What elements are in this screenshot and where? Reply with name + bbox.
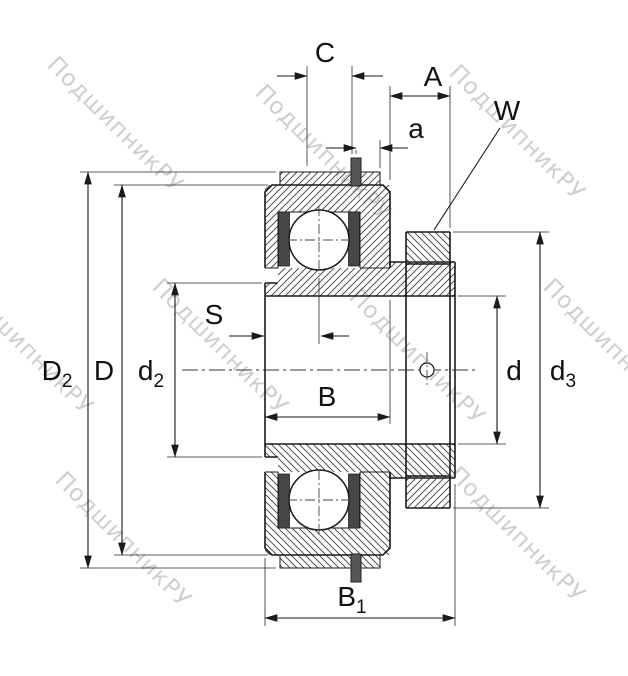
bearing-upper-half-section [264,157,456,370]
watermark: ПодшипникРУ [0,274,98,420]
dim-label-d: d [506,355,522,386]
dimension-d3: d3 [453,231,576,509]
locking-collar-section [406,232,450,264]
dim-label-B1-main: B [337,581,356,612]
dimension-A: A [389,61,451,228]
watermark: ПодшипникРУ [42,52,188,198]
watermark: ПодшипникРУ [444,462,590,608]
watermark: ПодшипникРУ [538,274,628,420]
dim-label-d3: d3 [550,355,576,392]
dim-label-d2-main: d [138,355,154,386]
seal-right [348,211,360,267]
dimension-W: W [433,95,521,231]
dim-label-d3-main: d [550,355,566,386]
dim-label-C: C [315,37,335,68]
dim-label-D2-sub: 2 [62,371,73,392]
dim-label-D2: D2 [42,355,73,392]
outer-ring-lip-left [265,212,278,268]
dimension-D: D [94,184,268,556]
dimension-d2: d2 [138,282,262,458]
inner-ring-section [265,262,455,296]
pin [350,157,362,187]
dim-label-B1: B1 [337,581,366,618]
dimension-B: B [264,300,391,424]
dimension-D2: D2 [42,171,276,569]
dim-label-D: D [94,355,114,386]
bearing-lower-half-section [264,369,456,583]
dim-label-D2-main: D [42,355,62,386]
seal-left [278,211,290,267]
dim-label-B: B [318,381,337,412]
watermark: ПодшипникРУ [50,467,196,613]
outer-ring-land [280,172,380,185]
inner-ring-outline [264,261,456,370]
outer-ring-lip-right [360,212,390,268]
outer-ring-section [265,185,390,212]
dimension-S: S [205,278,349,344]
dim-label-W: W [494,95,521,126]
ball-centerlines [287,206,351,274]
dim-label-A: A [424,61,443,92]
watermark: ПодшипникРУ [344,284,490,430]
dim-label-d2-sub: 2 [154,371,165,392]
dimension-d: d [458,295,522,445]
dim-label-d2: d2 [138,355,164,392]
watermark: ПодшипникРУ [444,60,590,206]
dim-label-a: a [408,113,424,144]
dim-label-S: S [205,299,224,330]
outer-ring-outline [264,184,391,268]
dim-label-B1-sub: 1 [356,597,367,618]
dimension-B1: B1 [264,484,456,626]
dimension-C: C [277,37,383,166]
locking-collar-outline [405,231,451,370]
dim-label-d3-sub: 3 [566,371,577,392]
dimension-a: a [326,113,424,168]
